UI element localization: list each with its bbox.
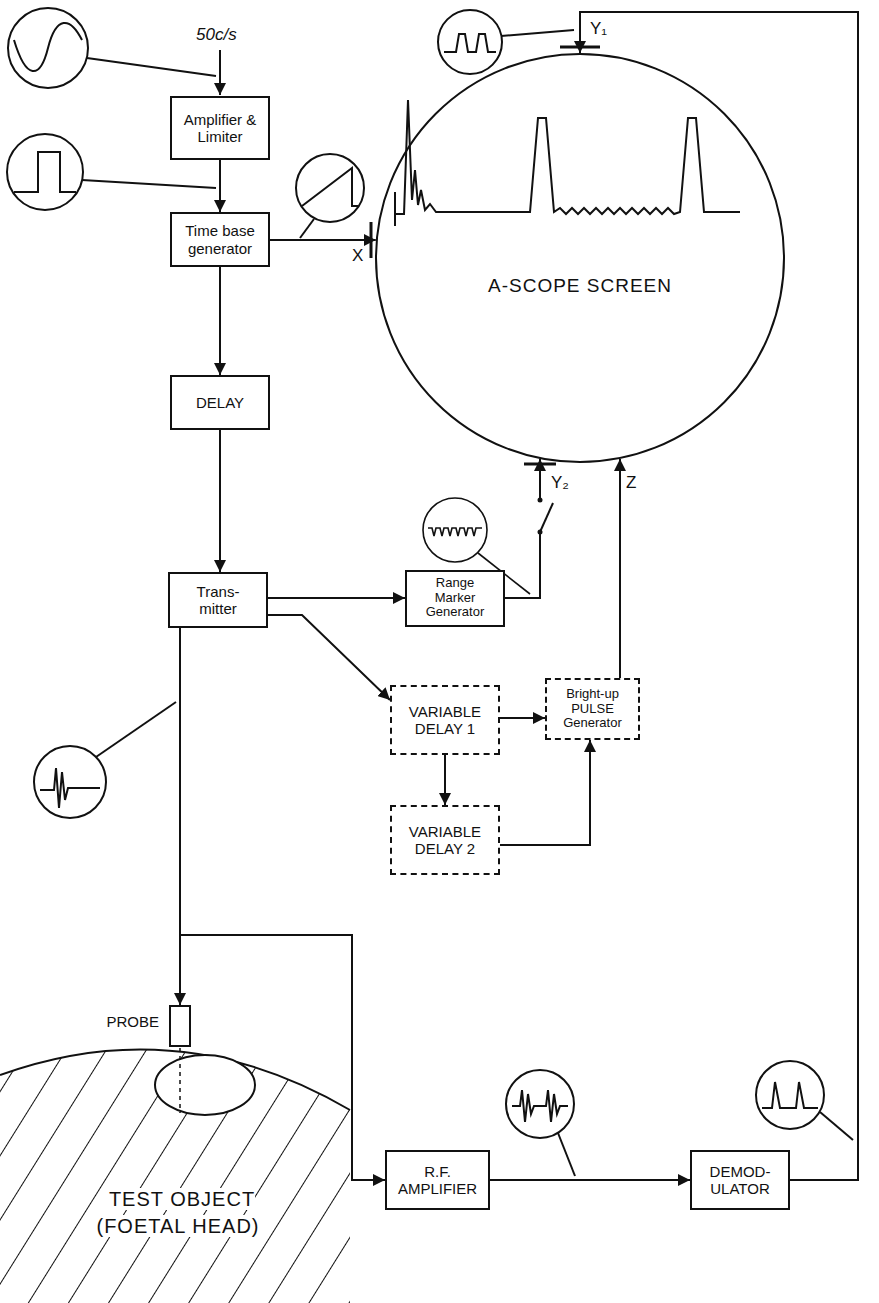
box-label: VARIABLE DELAY 1 (397, 703, 493, 738)
signal-connector (580, 12, 858, 1180)
node-body: VARIABLE DELAY 1 (397, 703, 493, 738)
probe: PROBE (169, 1005, 191, 1047)
scope-screen: A-SCOPE SCREEN (375, 53, 785, 463)
ramp-inset (296, 154, 364, 238)
rf-inset (506, 1070, 575, 1176)
box-label: Amplifier & Limiter (181, 111, 259, 146)
label-patch: TEST OBJECT (FOETAL HEAD) (96, 1188, 263, 1237)
beam-line (179, 1048, 181, 1113)
node-body: R.F. AMPLIFIER (393, 1163, 483, 1198)
signal-connector (500, 717, 545, 719)
box-label: VARIABLE DELAY 2 (397, 823, 493, 858)
plate-name: X (352, 247, 363, 264)
switch-symbol (533, 498, 553, 535)
node-body: VARIABLE DELAY 2 (397, 823, 493, 858)
node-body: DELAY (196, 394, 244, 411)
node-body: Time base generator (178, 222, 262, 257)
pulse-inset (438, 10, 574, 74)
test-object: TEST OBJECT (FOETAL HEAD) (40, 1165, 320, 1260)
screen-outline (375, 53, 785, 463)
signal-connector (500, 740, 590, 845)
box-label: DELAY (196, 394, 244, 411)
transmitter-box: Trans- mitter (168, 572, 268, 628)
plate-name: Y₁ (590, 20, 607, 37)
signal-connector (444, 755, 446, 805)
echo-trace (395, 100, 740, 226)
bright-up-box: Bright-up PULSE Generator (545, 678, 640, 740)
box-label: Bright-up PULSE Generator (553, 687, 633, 732)
plate-name: Z (626, 474, 636, 491)
signal-connector (270, 239, 376, 241)
range-marker-box: Range Marker Generator (405, 570, 505, 627)
signal-connector (490, 1179, 690, 1181)
signal-connector (219, 160, 221, 212)
signal-connector (180, 935, 385, 1180)
box-label: Trans- mitter (191, 583, 245, 618)
signal-connector (268, 615, 390, 700)
delay-box: DELAY (170, 375, 270, 430)
box-label: R.F. AMPLIFIER (393, 1163, 483, 1198)
signal-connector (268, 597, 405, 599)
timebase-box: Time base generator (170, 212, 270, 267)
foetal-head (155, 1055, 255, 1115)
signal-connector (219, 430, 221, 572)
probe-label: PROBE (106, 1013, 159, 1030)
amplifier-box: Amplifier & Limiter (170, 96, 270, 160)
node-body: Range Marker Generator (417, 576, 493, 621)
box-label: Time base generator (178, 222, 262, 257)
object-label: TEST OBJECT (FOETAL HEAD) (80, 1186, 280, 1240)
node-body: Trans- mitter (191, 583, 245, 618)
sine-inset (8, 8, 216, 88)
signal-connector (619, 459, 621, 678)
node-body: DEMOD- ULATOR (705, 1163, 775, 1198)
plate-name: Y₂ (551, 474, 569, 491)
rf-amplifier-box: R.F. AMPLIFIER (385, 1150, 490, 1210)
variable-delay-box: VARIABLE DELAY 2 (390, 805, 500, 875)
demodulator-box: DEMOD- ULATOR (690, 1150, 790, 1210)
variable-delay-box: VARIABLE DELAY 1 (390, 685, 500, 755)
signal-frequency: 50c/s (196, 26, 237, 43)
demod-inset (756, 1061, 853, 1140)
box-label: DEMOD- ULATOR (705, 1163, 775, 1198)
node-body: Amplifier & Limiter (181, 111, 259, 146)
screen-circle (376, 54, 784, 462)
signal-connector (219, 267, 221, 375)
node-body: TEST OBJECT (FOETAL HEAD) (80, 1186, 280, 1240)
node-body: Bright-up PULSE Generator (553, 687, 633, 732)
screen-label: A-SCOPE SCREEN (375, 275, 785, 297)
transmit-inset (34, 702, 176, 818)
box-label: Range Marker Generator (417, 576, 493, 621)
input-arrow (219, 50, 221, 95)
hatched-abdomen (0, 1049, 350, 1303)
